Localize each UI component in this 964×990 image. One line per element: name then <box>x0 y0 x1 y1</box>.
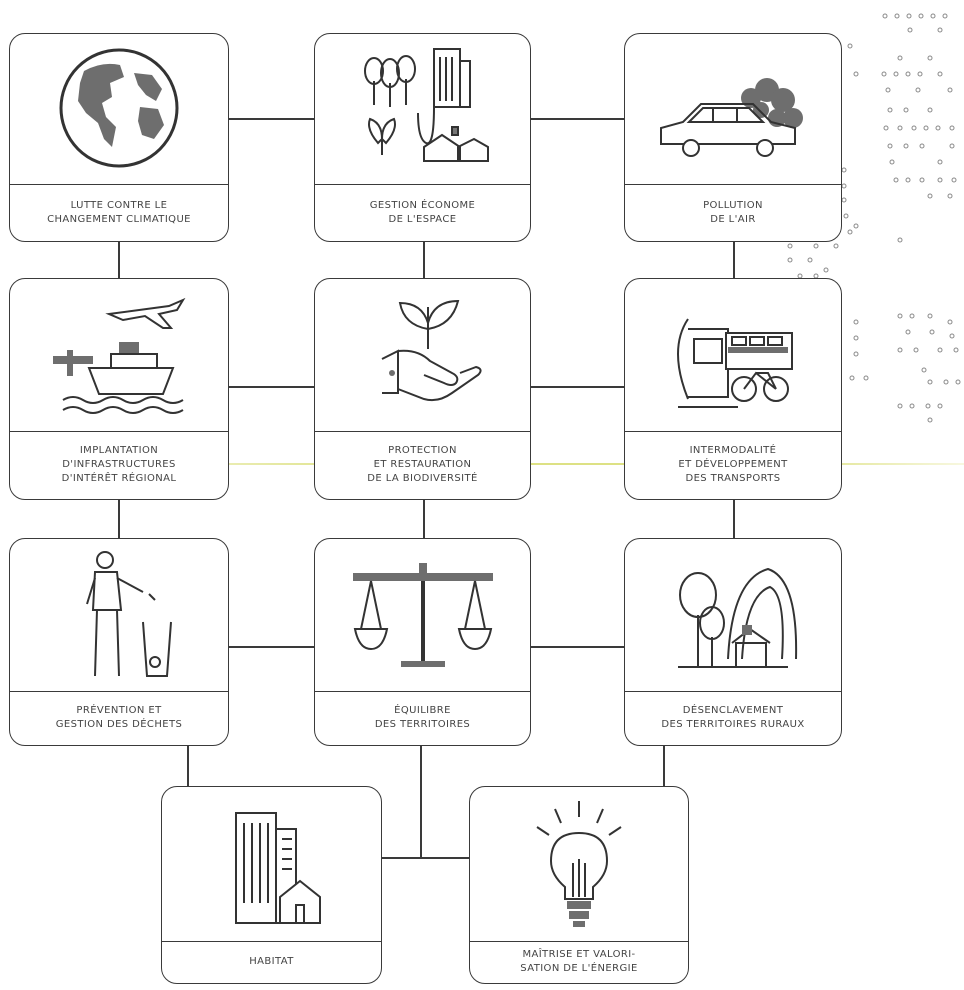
card-desenclavement-territoires-ruraux: DÉSENCLAVEMENT DES TERRITOIRES RURAUX <box>624 538 842 746</box>
balance-scale-icon <box>352 563 493 667</box>
card-label-line: GESTION DES DÉCHETS <box>55 719 183 730</box>
connector <box>187 746 189 786</box>
card-label-line: ÉQUILIBRE <box>394 705 451 716</box>
connector <box>531 386 624 388</box>
card-label-line: D'INTÉRÊT RÉGIONAL <box>61 473 177 484</box>
card-label-line: DES TERRITOIRES RURAUX <box>661 719 805 730</box>
connector <box>423 242 425 278</box>
connector <box>229 386 314 388</box>
card-protection-biodiversite: PROTECTION ET RESTAURATION DE LA BIODIVE… <box>314 278 531 500</box>
lightbulb-icon <box>536 801 622 927</box>
card-lutte-changement-climatique: LUTTE CONTRE LE CHANGEMENT CLIMATIQUE <box>9 33 229 242</box>
connector <box>663 746 665 786</box>
connector <box>118 500 120 538</box>
card-label-line: DES TERRITOIRES <box>374 719 471 730</box>
card-label-line: MAÎTRISE ET VALORI- <box>522 949 636 960</box>
connector <box>229 118 314 120</box>
connector <box>531 646 624 648</box>
hand-sprout-icon <box>381 299 482 402</box>
car-smoke-icon <box>660 78 803 157</box>
card-label-line: DES TRANSPORTS <box>685 473 781 484</box>
card-label-line: D'INFRASTRUCTURES <box>62 459 176 470</box>
connector <box>733 242 735 278</box>
connector <box>382 857 469 859</box>
card-label-line: LUTTE CONTRE LE <box>70 199 168 211</box>
card-implantation-infrastructures: IMPLANTATION D'INFRASTRUCTURES D'INTÉRÊT… <box>9 278 229 500</box>
trees-city-icon <box>363 48 489 162</box>
connector <box>118 242 120 278</box>
card-label-line: HABITAT <box>249 956 294 967</box>
card-label-line: ET DÉVELOPPEMENT <box>678 459 788 470</box>
card-label-line: SATION DE L'ÉNERGIE <box>520 963 638 974</box>
card-label-line: DE L'AIR <box>710 213 756 225</box>
card-prevention-dechets: PRÉVENTION ET GESTION DES DÉCHETS <box>9 538 229 746</box>
globe-icon <box>59 48 179 168</box>
card-maitrise-energie: MAÎTRISE ET VALORI- SATION DE L'ÉNERGIE <box>469 786 689 984</box>
card-label-line: DE L'ESPACE <box>388 213 457 225</box>
connector <box>531 118 624 120</box>
plane-ship-icon <box>53 297 186 414</box>
card-label-line: INTERMODALITÉ <box>689 445 777 456</box>
connector <box>420 746 422 858</box>
card-habitat: HABITAT <box>161 786 382 984</box>
connector <box>423 500 425 538</box>
card-intermodalite-transports: INTERMODALITÉ ET DÉVELOPPEMENT DES TRANS… <box>624 278 842 500</box>
card-label-line: DÉSENCLAVEMENT <box>682 705 784 716</box>
person-bin-icon <box>86 551 172 677</box>
connector <box>733 500 735 538</box>
buildings-house-icon <box>234 812 321 924</box>
card-label-line: POLLUTION <box>703 199 763 211</box>
card-equilibre-territoires: ÉQUILIBRE DES TERRITOIRES <box>314 538 531 746</box>
card-gestion-econome-espace: GESTION ÉCONOME DE L'ESPACE <box>314 33 531 242</box>
card-label-line: GESTION ÉCONOME <box>369 199 476 211</box>
card-pollution-air: POLLUTION DE L'AIR <box>624 33 842 242</box>
card-label-line: PROTECTION <box>388 445 457 456</box>
card-label-line: ET RESTAURATION <box>373 459 472 470</box>
card-label-line: DE LA BIODIVERSITÉ <box>367 473 478 484</box>
card-label-line: IMPLANTATION <box>79 445 159 456</box>
rural-road-icon <box>678 567 798 668</box>
card-label-line: PRÉVENTION ET <box>76 705 162 716</box>
card-label-line: CHANGEMENT CLIMATIQUE <box>47 213 191 225</box>
train-bus-bike-icon <box>677 318 793 408</box>
connector <box>229 646 314 648</box>
